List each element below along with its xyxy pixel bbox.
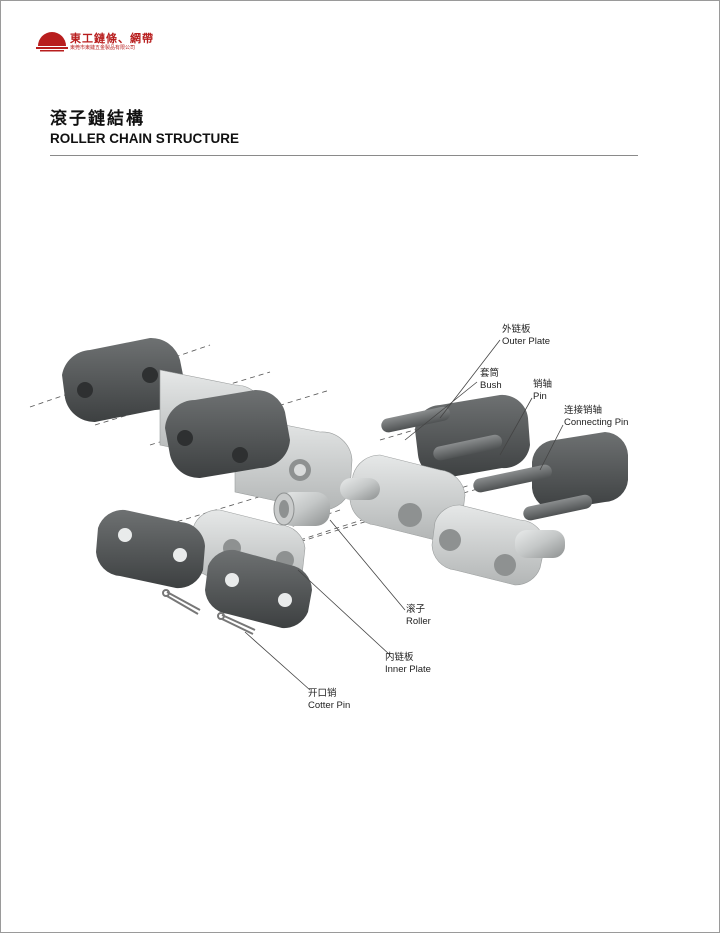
loose-outer-plates xyxy=(96,509,312,629)
company-subtitle: 東莞市東鏈五金製品有限公司 xyxy=(70,45,136,51)
label-bush: 套筒 Bush xyxy=(480,368,502,391)
connecting-link xyxy=(473,432,628,521)
label-roller: 滚子 Roller xyxy=(406,604,431,627)
leader-lines xyxy=(244,339,564,691)
title-divider xyxy=(50,155,638,156)
cotter-pins xyxy=(162,589,256,635)
label-inner-plate: 内链板 Inner Plate xyxy=(385,652,431,675)
label-connecting-pin: 连接销轴 Connecting Pin xyxy=(564,405,629,428)
label-outer-plate: 外链板 Outer Plate xyxy=(502,324,551,347)
company-logo: 東工鏈條、網帶 東莞市東鏈五金製品有限公司 xyxy=(36,30,156,54)
assembled-outer-plate-back xyxy=(62,337,185,423)
label-cotter-pin: 开口销 Cotter Pin xyxy=(308,688,351,711)
exploded-outer-plate xyxy=(381,394,530,479)
assembled-outer-plate-front xyxy=(165,389,290,479)
page-title-english: ROLLER CHAIN STRUCTURE xyxy=(50,131,239,146)
label-pin: 销轴 Pin xyxy=(533,379,553,402)
company-name: 東工鏈條、網帶 xyxy=(70,32,154,45)
page-title-chinese: 滾子鏈結構 xyxy=(50,109,145,129)
rising-sun-logo-icon xyxy=(36,32,68,52)
exploded-inner-link xyxy=(340,454,565,586)
roller-chain-diagram xyxy=(29,337,628,691)
roller-part xyxy=(273,492,330,526)
